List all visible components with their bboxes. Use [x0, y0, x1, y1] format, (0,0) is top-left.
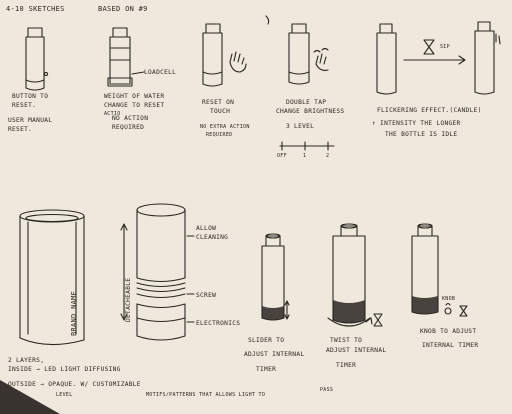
- svg-text:TWIST TO: TWIST TO: [330, 337, 362, 344]
- header-subtitle: BASED ON #9: [98, 5, 148, 13]
- svg-text:MOTIFS/PATTERNS THAT ALLOWS LI: MOTIFS/PATTERNS THAT ALLOWS LIGHT TO: [146, 392, 265, 398]
- svg-text:CHANGE BRIGHTNESS: CHANGE BRIGHTNESS: [276, 108, 344, 115]
- svg-text:RESET.: RESET.: [8, 126, 32, 133]
- brand-name: BRAND NAME: [70, 291, 78, 336]
- svg-text:2: 2: [326, 153, 329, 159]
- svg-text:3 LEVEL: 3 LEVEL: [286, 123, 314, 130]
- loadcell-callout: LOADCELL: [144, 69, 176, 76]
- svg-text:USER MANUAL: USER MANUAL: [8, 117, 52, 124]
- svg-text:DOUBLE TAP: DOUBLE TAP: [286, 99, 326, 106]
- svg-text:OFF: OFF: [277, 153, 287, 159]
- svg-text:TIMER: TIMER: [256, 366, 276, 373]
- svg-text:KNOB TO ADJUST: KNOB TO ADJUST: [420, 328, 476, 335]
- svg-text:SLIDER TO: SLIDER TO: [248, 337, 284, 344]
- svg-text:FLICKERING EFFECT.(CANDLE): FLICKERING EFFECT.(CANDLE): [377, 107, 482, 114]
- svg-text:REQUIRED: REQUIRED: [112, 124, 144, 131]
- svg-text:1: 1: [303, 153, 306, 159]
- svg-text:CLEANING: CLEANING: [196, 234, 228, 241]
- svg-text:2 LAYERS,: 2 LAYERS,: [8, 357, 44, 364]
- svg-text:TOUCH: TOUCH: [210, 108, 230, 115]
- svg-text:TIMER: TIMER: [336, 362, 356, 369]
- svg-text:NO EXTRA ACTION: NO EXTRA ACTION: [200, 124, 250, 130]
- svg-text:ELECTRONICS: ELECTRONICS: [196, 320, 240, 327]
- svg-text:WEIGHT OF WATER: WEIGHT OF WATER: [104, 93, 164, 100]
- knob-label: KNOB: [442, 296, 455, 302]
- svg-text:RESET.: RESET.: [12, 102, 36, 109]
- svg-text:INSIDE → LED LIGHT DIFFUSING: INSIDE → LED LIGHT DIFFUSING: [8, 366, 121, 373]
- sip-callout: SIP: [440, 44, 450, 50]
- svg-text:PASS: PASS: [320, 387, 333, 393]
- svg-text:BUTTON TO: BUTTON TO: [12, 93, 48, 100]
- svg-text:NO ACTION: NO ACTION: [112, 115, 148, 122]
- svg-text:LEVEL: LEVEL: [56, 392, 73, 398]
- svg-text:CHANGE TO RESET: CHANGE TO RESET: [104, 102, 164, 109]
- svg-text:OUTSIDE → OPAQUE. W/ CUSTOMIZA: OUTSIDE → OPAQUE. W/ CUSTOMIZABLE: [8, 381, 141, 388]
- svg-text:INTERNAL TIMER: INTERNAL TIMER: [422, 342, 478, 349]
- svg-text:REQUIRED: REQUIRED: [206, 132, 232, 138]
- svg-text:↑ INTENSITY THE LONGER: ↑ INTENSITY THE LONGER: [372, 120, 461, 127]
- header-title: 4-10 SKETCHES: [6, 5, 65, 13]
- svg-text:ALLOW: ALLOW: [196, 225, 216, 232]
- svg-text:SCREW: SCREW: [196, 292, 216, 299]
- svg-text:ADJUST INTERNAL: ADJUST INTERNAL: [326, 347, 386, 354]
- svg-text:ADJUST INTERNAL: ADJUST INTERNAL: [244, 351, 304, 358]
- svg-text:RESET ON: RESET ON: [202, 99, 234, 106]
- detachable-label: DETACHEABLE: [125, 278, 132, 322]
- svg-text:THE BOTTLE IS IDLE: THE BOTTLE IS IDLE: [385, 131, 457, 138]
